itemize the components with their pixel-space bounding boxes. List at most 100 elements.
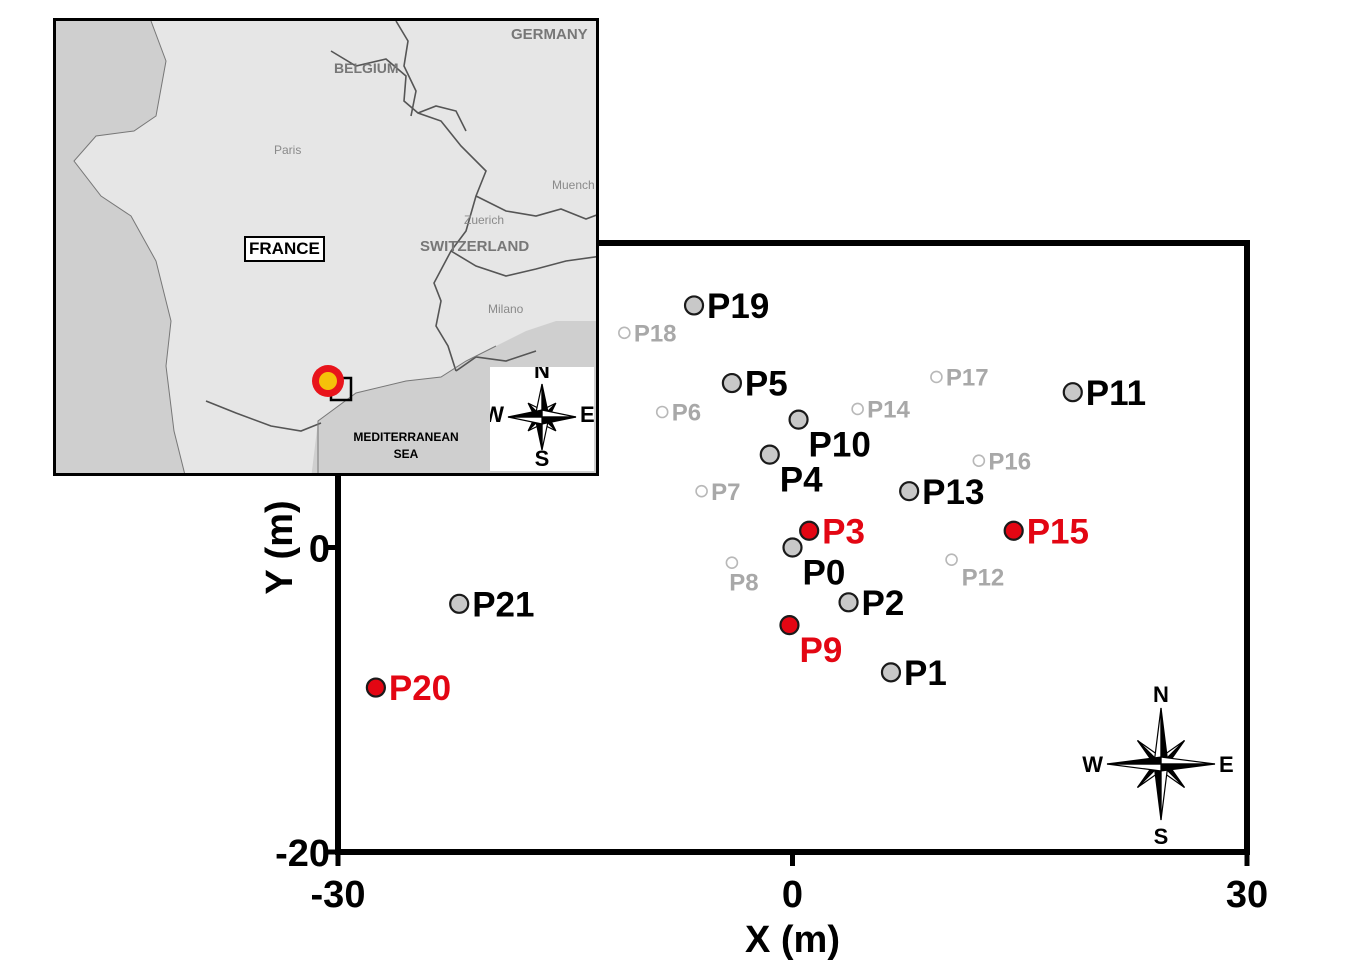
point-p15 <box>1003 520 1024 541</box>
site-marker-inner <box>319 372 337 390</box>
point-label-p9: P9 <box>799 631 842 670</box>
x-tick-label: -30 <box>311 874 366 916</box>
point-label-p11: P11 <box>1086 374 1146 413</box>
point-p12 <box>945 553 958 566</box>
x-tick-label: 30 <box>1226 874 1268 916</box>
point-p5 <box>721 372 743 394</box>
tick-labels: -30 0 30 -20 0 <box>275 529 1268 917</box>
point-p1 <box>880 662 902 683</box>
border-line <box>330 50 487 372</box>
label-belgium: BELGIUM <box>334 60 399 76</box>
point-p21 <box>449 593 470 614</box>
compass-arm <box>1160 707 1169 765</box>
compass-arm <box>507 409 543 418</box>
point-label-p20: P20 <box>389 669 451 708</box>
point-label-p4: P4 <box>780 461 823 500</box>
compass-label-w: W <box>1082 752 1103 777</box>
point-p0 <box>782 537 803 558</box>
point-p6 <box>655 405 669 419</box>
compass-arm <box>1153 763 1162 821</box>
point-p13 <box>899 481 920 502</box>
point-label-p5: P5 <box>745 365 788 404</box>
border-line <box>455 350 537 372</box>
point-label-p0: P0 <box>803 554 846 593</box>
point-p9 <box>779 615 800 636</box>
point-label-p1: P1 <box>904 654 947 693</box>
compass-arm <box>1153 707 1162 765</box>
x-tick-label: 0 <box>782 874 803 916</box>
compass-label-s: S <box>535 446 550 471</box>
compass-arm <box>1160 763 1216 772</box>
compass-arm <box>1160 763 1169 821</box>
compass-arm <box>1106 763 1162 772</box>
label-milano: Milano <box>488 302 524 316</box>
sea-label-line1: MEDITERRANEAN <box>353 430 459 444</box>
coastline <box>317 345 497 473</box>
label-france: FRANCE <box>244 236 325 262</box>
point-label-p6: P6 <box>672 400 701 427</box>
x-axis-label: X (m) <box>745 919 840 961</box>
point-label-p3: P3 <box>822 512 865 551</box>
point-p7 <box>695 484 708 498</box>
inset-compass-graphic: N S E W <box>490 367 594 471</box>
label-zuerich: Zuerich <box>464 213 504 227</box>
point-label-p8: P8 <box>729 570 758 597</box>
point-p18 <box>618 326 631 340</box>
compass-label-n: N <box>534 367 550 383</box>
coastline <box>73 21 186 473</box>
point-p3 <box>799 520 820 541</box>
point-p2 <box>838 592 859 613</box>
compass-arm <box>541 416 577 425</box>
compass-label-w: W <box>490 402 504 427</box>
point-label-p16: P16 <box>988 448 1031 475</box>
border-line <box>450 195 596 277</box>
label-germany: GERMANY <box>511 26 588 43</box>
label-mediterranean-sea: MEDITERRANEAN SEA <box>326 429 486 463</box>
label-paris: Paris <box>274 143 301 157</box>
point-label-p21: P21 <box>472 585 534 624</box>
border-line <box>205 400 322 432</box>
point-p14 <box>851 402 864 416</box>
point-label-p18: P18 <box>634 320 677 347</box>
point-label-p17: P17 <box>946 365 989 392</box>
compass-arm <box>1160 756 1216 765</box>
compass-label-e: E <box>1219 752 1234 777</box>
point-p20 <box>365 677 386 698</box>
compass-label-n: N <box>1153 682 1169 707</box>
axis-ticks <box>324 545 1250 866</box>
point-p16 <box>972 454 986 468</box>
point-label-p7: P7 <box>711 479 740 506</box>
point-label-p10: P10 <box>809 426 871 465</box>
compass-label-e: E <box>580 402 594 427</box>
inset-compass: N S E W <box>490 367 594 471</box>
compass-rose: N S E W <box>1082 682 1233 849</box>
point-p10 <box>788 409 809 430</box>
compass-label-s: S <box>1154 824 1169 849</box>
point-label-p15: P15 <box>1027 512 1089 551</box>
point-label-p19: P19 <box>707 287 769 326</box>
y-axis-label: Y (m) <box>259 500 301 594</box>
point-p8 <box>725 556 739 570</box>
label-switzerland: SWITZERLAND <box>420 238 529 255</box>
point-p17 <box>930 370 943 384</box>
compass-arm <box>507 416 543 425</box>
point-label-p2: P2 <box>862 584 905 623</box>
point-p11 <box>1062 382 1083 403</box>
point-p4 <box>759 444 780 465</box>
compass-arm <box>1106 756 1162 765</box>
point-label-p14: P14 <box>867 397 910 424</box>
atlantic-ocean <box>56 21 185 473</box>
inset-map: GERMANY BELGIUM Paris Muench Zuerich SWI… <box>53 18 599 476</box>
y-tick-label: 0 <box>309 529 330 571</box>
border-line <box>395 21 467 132</box>
point-p19 <box>683 295 705 316</box>
point-label-p13: P13 <box>922 473 984 512</box>
inset-map-graphic: GERMANY BELGIUM Paris Muench Zuerich SWI… <box>56 21 596 473</box>
compass-arm <box>541 409 577 418</box>
label-muench: Muench <box>552 178 595 192</box>
y-tick-label: -20 <box>275 833 330 875</box>
sea-label-line2: SEA <box>393 447 419 461</box>
point-label-p12: P12 <box>962 565 1005 592</box>
